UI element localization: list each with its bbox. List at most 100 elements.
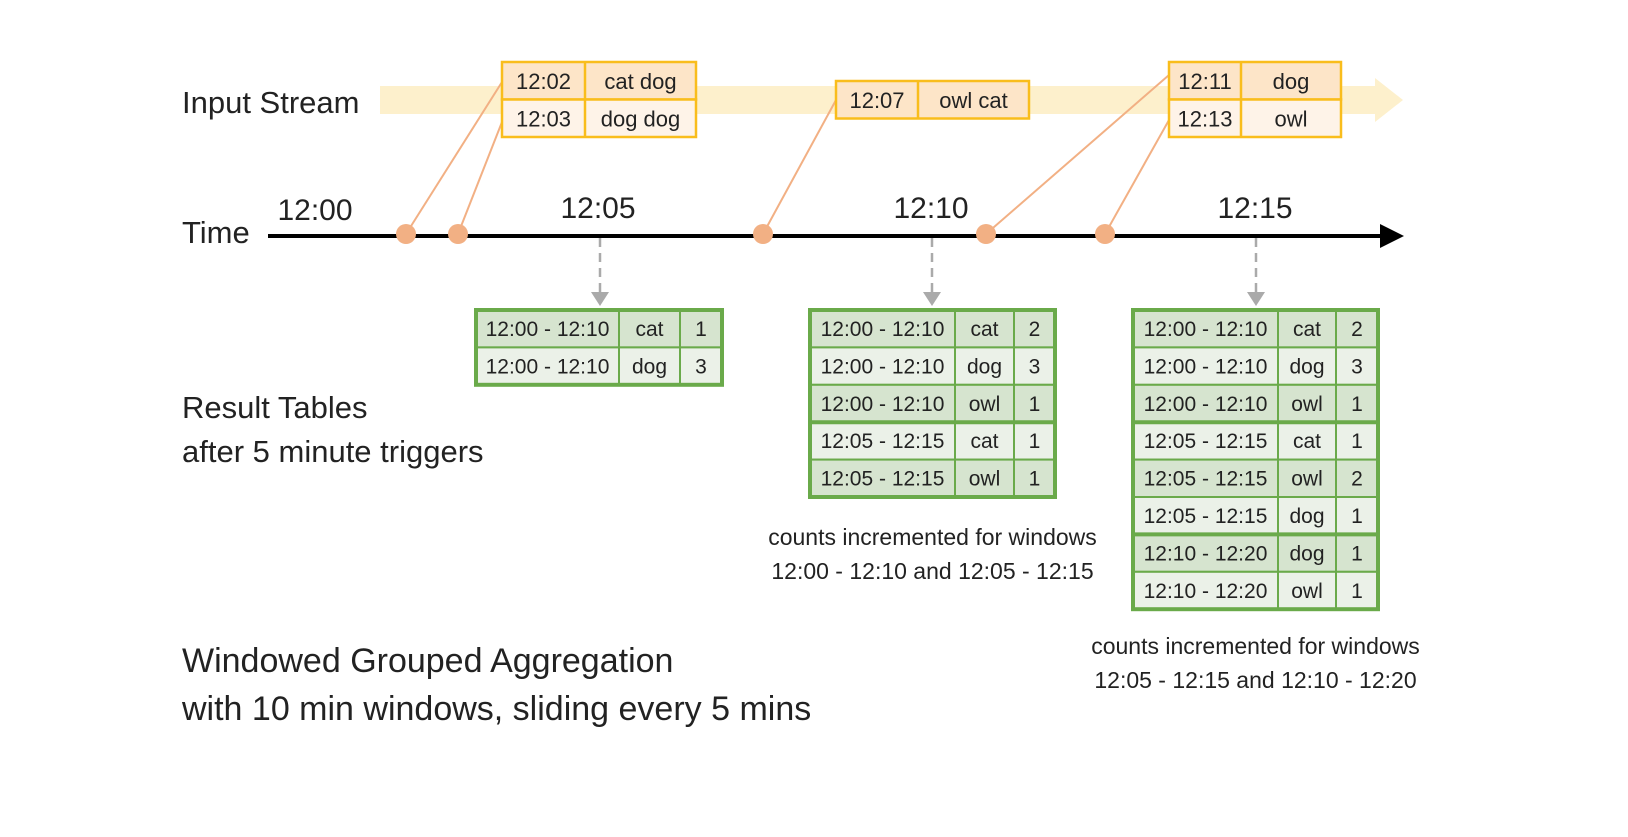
word-cell: owl <box>969 468 1001 491</box>
event-words: owl <box>1274 107 1307 132</box>
event-time-dot <box>396 224 416 244</box>
table-caption: counts incremented for windows <box>1091 633 1420 659</box>
result-table-row: 12:05 - 12:15 cat 1 <box>1132 421 1379 461</box>
window-cell: 12:00 - 12:10 <box>1144 355 1268 378</box>
word-cell: dog <box>1289 505 1324 528</box>
result-table-row: 12:00 - 12:10 owl 1 <box>1132 383 1379 424</box>
window-cell: 12:00 - 12:10 <box>821 393 945 416</box>
window-cell: 12:00 - 12:10 <box>486 318 610 341</box>
count-cell: 2 <box>1351 318 1363 341</box>
window-cell: 12:05 - 12:15 <box>1144 468 1268 491</box>
trigger-arrowhead <box>591 292 609 306</box>
event-connector-line <box>1104 119 1170 235</box>
diagram-subtitle: with 10 min windows, sliding every 5 min… <box>181 690 811 728</box>
count-cell: 1 <box>1351 580 1363 603</box>
count-cell: 1 <box>1351 393 1363 416</box>
window-cell: 12:10 - 12:20 <box>1144 542 1268 565</box>
input-event-row <box>500 60 698 101</box>
word-cell: cat <box>1293 430 1321 453</box>
row-background <box>1132 570 1379 611</box>
event-words: dog dog <box>601 107 681 132</box>
table-caption: counts incremented for windows <box>768 524 1097 550</box>
result-table-row: 12:10 - 12:20 owl 1 <box>1132 570 1379 611</box>
input-event-box: 12:07 owl cat <box>834 79 1031 120</box>
table-border <box>474 308 724 387</box>
result-table-row: 12:00 - 12:10 dog 3 <box>809 346 1056 386</box>
count-cell: 2 <box>1351 468 1363 491</box>
result-table-row: 12:05 - 12:15 cat 1 <box>809 421 1056 461</box>
event-time-dot <box>753 224 773 244</box>
event-connector-line <box>762 99 837 235</box>
event-time-dot <box>1095 224 1115 244</box>
count-cell: 1 <box>1351 430 1363 453</box>
table-border <box>808 308 1057 499</box>
window-cell: 12:00 - 12:10 <box>1144 393 1268 416</box>
result-table-row: 12:05 - 12:15 dog 1 <box>1132 496 1379 536</box>
event-words: dog <box>1273 69 1310 94</box>
window-cell: 12:05 - 12:15 <box>1144 505 1268 528</box>
table-caption: 12:00 - 12:10 and 12:05 - 12:15 <box>771 558 1093 584</box>
window-cell: 12:00 - 12:10 <box>486 355 610 378</box>
window-cell: 12:05 - 12:15 <box>821 468 945 491</box>
result-tables-sublabel: after 5 minute triggers <box>182 434 484 469</box>
count-cell: 2 <box>1029 318 1041 341</box>
word-cell: cat <box>970 318 998 341</box>
event-time: 12:02 <box>516 69 571 94</box>
event-time: 12:03 <box>516 107 571 132</box>
input-event-box: 12:02 cat dog 12:03 dog dog <box>500 60 698 139</box>
word-cell: owl <box>1291 393 1323 416</box>
event-words: cat dog <box>604 69 676 94</box>
table-caption: 12:05 - 12:15 and 12:10 - 12:20 <box>1094 667 1416 693</box>
time-tick-label: 12:00 <box>277 194 352 227</box>
word-cell: dog <box>967 355 1002 378</box>
window-cell: 12:00 - 12:10 <box>821 318 945 341</box>
window-cell: 12:00 - 12:10 <box>821 355 945 378</box>
word-cell: dog <box>1289 355 1324 378</box>
word-cell: owl <box>1291 580 1323 603</box>
event-connector-line <box>405 81 503 235</box>
result-table-row: 12:10 - 12:20 dog 1 <box>1132 533 1379 573</box>
diagram-title: Windowed Grouped Aggregation <box>182 642 673 680</box>
count-cell: 1 <box>1351 542 1363 565</box>
input-event-row <box>1167 98 1343 139</box>
event-time: 12:07 <box>849 88 904 113</box>
result-tables-label: Result Tables <box>182 390 368 425</box>
result-table-row: 12:00 - 12:10 cat 2 <box>1132 309 1379 349</box>
word-cell: owl <box>1291 468 1323 491</box>
result-table-row: 12:05 - 12:15 owl 1 <box>809 458 1056 499</box>
window-cell: 12:10 - 12:20 <box>1144 580 1268 603</box>
count-cell: 1 <box>1351 505 1363 528</box>
word-cell: dog <box>1289 542 1324 565</box>
event-connector-line <box>985 74 1170 235</box>
time-tick-label: 12:15 <box>1217 192 1292 225</box>
event-connector-line <box>457 121 503 235</box>
word-cell: cat <box>970 430 998 453</box>
time-tick-label: 12:05 <box>560 192 635 225</box>
input-stream-label: Input Stream <box>182 85 359 120</box>
time-label: Time <box>182 215 250 250</box>
time-tick-label: 12:10 <box>893 192 968 225</box>
count-cell: 3 <box>1029 355 1041 378</box>
count-cell: 1 <box>1029 430 1041 453</box>
count-cell: 1 <box>695 318 707 341</box>
event-time-dot <box>976 224 996 244</box>
row-background <box>1132 496 1379 536</box>
count-cell: 3 <box>1351 355 1363 378</box>
word-cell: owl <box>969 393 1001 416</box>
word-cell: cat <box>1293 318 1321 341</box>
window-cell: 12:05 - 12:15 <box>821 430 945 453</box>
event-time-dot <box>448 224 468 244</box>
word-cell: dog <box>632 355 667 378</box>
event-time: 12:13 <box>1177 107 1232 132</box>
result-table-row: 12:00 - 12:10 cat 2 <box>809 309 1056 349</box>
event-words: owl cat <box>939 88 1007 113</box>
window-cell: 12:00 - 12:10 <box>1144 318 1268 341</box>
window-cell: 12:05 - 12:15 <box>1144 430 1268 453</box>
count-cell: 1 <box>1029 468 1041 491</box>
result-table: 12:00 - 12:10 cat 2 12:00 - 12:10 dog 3 12:00 … <box>1131 308 1380 612</box>
result-table-row: 12:05 - 12:15 owl 2 <box>1132 458 1379 499</box>
